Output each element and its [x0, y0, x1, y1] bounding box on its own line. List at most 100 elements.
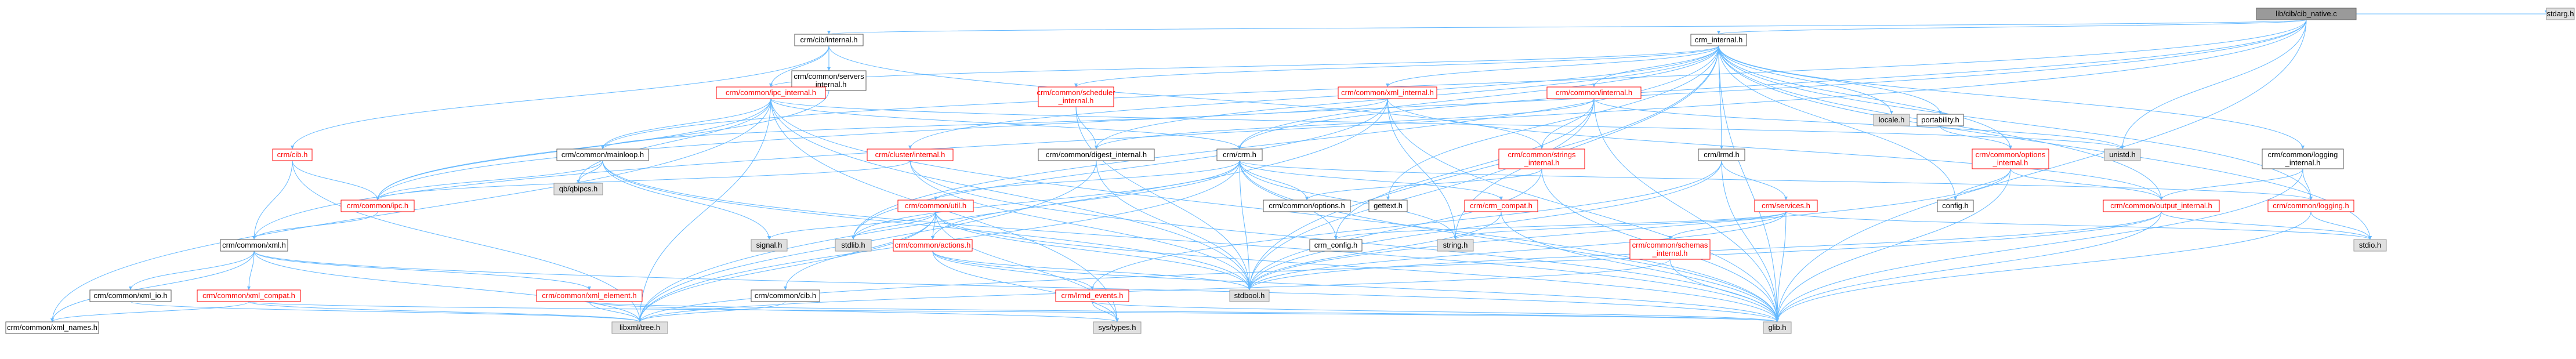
edge-xml_compat-to-libxml_tree: [248, 301, 640, 322]
arrowhead-crm_internal-to-lrmd: [1720, 146, 1723, 149]
node-gettext[interactable]: gettext.h: [1368, 200, 1408, 212]
node-box: [2353, 239, 2387, 252]
node-box: [2256, 8, 2357, 20]
node-common-xml[interactable]: crm/common/xml.h: [220, 239, 288, 252]
node-options-internal[interactable]: crm/common/options_internal.h: [1972, 148, 2049, 169]
node-crm-compat[interactable]: crm/crm_compat.h: [1464, 200, 1538, 212]
node-label: crm/cib/internal.h: [800, 35, 858, 44]
node-label: signal.h: [756, 241, 782, 249]
node-label: crm/common/digest_internal.h: [1046, 150, 1147, 159]
node-config[interactable]: config.h: [1937, 200, 1974, 212]
node-box: [611, 321, 668, 334]
edge-common_internal-to-stdbool: [1249, 98, 1595, 291]
node-box: [2267, 200, 2354, 212]
arrowhead-crm_internal-to-cluster_internal: [908, 146, 912, 149]
node-box: [1309, 239, 1363, 252]
node-label: crm/services.h: [1762, 201, 1810, 210]
edge-crm_cib-to-common_ipc: [292, 160, 378, 201]
node-lrmd-events[interactable]: crm/lrmd_events.h: [1055, 289, 1129, 302]
node-common-ipc[interactable]: crm/common/ipc.h: [340, 200, 415, 212]
edge-common_cib-to-libxml_tree: [639, 301, 786, 322]
node-box: [2104, 148, 2141, 161]
edge-strings_internal-to-common_options: [1306, 168, 1542, 201]
arrowhead-common_cib-to-libxml_tree: [638, 318, 642, 322]
edge-actions-to-sys_types: [932, 251, 1118, 322]
edge-common_xml-to-xml_names: [52, 251, 255, 322]
edge-common_logging-to-glib: [1777, 211, 2311, 322]
arrowhead-logging_internal-to-common_logging: [2309, 197, 2313, 200]
node-scheduler-internal[interactable]: crm/common/scheduler_internal.h: [1037, 86, 1115, 107]
node-stdbool: stdbool.h: [1229, 289, 1270, 302]
node-cib-internal[interactable]: crm/cib/internal.h: [794, 34, 864, 46]
edge-crm_h-to-common_util: [935, 160, 1240, 201]
edge-crm_internal-to-crm_h: [1239, 45, 1719, 150]
node-common-internal[interactable]: crm/common/internal.h: [1546, 86, 1642, 99]
edge-crm_h-to-crm_compat: [1239, 160, 1502, 201]
edge-xml_compat-to-xml_names: [52, 301, 249, 322]
edge-logging_internal-to-output_internal: [2161, 168, 2303, 201]
arrowhead-common_internal-to-strings_internal: [1540, 146, 1544, 149]
node-schemas-internal[interactable]: crm/common/schemas_internal.h: [1629, 239, 1711, 260]
node-label: crm/common/logging: [2268, 150, 2338, 159]
edge-common_xml-to-libxml_tree: [253, 251, 640, 322]
edge-common_internal-to-unistd: [1593, 98, 2123, 150]
node-actions[interactable]: crm/common/actions.h: [893, 239, 973, 252]
node-label: crm/common/options: [1976, 150, 2046, 159]
edge-crm_h-to-common_logging: [1239, 160, 2311, 201]
node-box: [1229, 289, 1270, 302]
edge-xml_internal-to-string: [1387, 98, 1456, 240]
arrowhead-crm_internal-to-logging_internal: [2301, 146, 2305, 149]
node-label: crm/common/options.h: [1269, 201, 1345, 210]
node-mainloop[interactable]: crm/common/mainloop.h: [556, 148, 649, 161]
node-xml-compat[interactable]: crm/common/xml_compat.h: [197, 289, 301, 302]
node-cluster-internal[interactable]: crm/cluster/internal.h: [867, 148, 954, 161]
edge-xml_compat-to-glib: [248, 301, 1778, 322]
arrowhead-lrmd_events-to-glib: [1776, 318, 1779, 322]
edge-crm_internal-to-ipc_internal: [770, 45, 1719, 88]
node-crm-h[interactable]: crm/crm.h: [1216, 148, 1263, 161]
node-label: stdbool.h: [1234, 291, 1265, 300]
node-root[interactable]: lib/cib/cib_native.c: [2256, 8, 2357, 20]
node-label: crm/common/util.h: [905, 201, 966, 210]
edge-root-to-crm_internal: [1718, 19, 2307, 35]
node-ipc-internal[interactable]: crm/common/ipc_internal.h: [716, 86, 826, 99]
node-logging-internal[interactable]: crm/common/logging_internal.h: [2262, 148, 2344, 169]
node-common-cib[interactable]: crm/common/cib.h: [751, 289, 820, 302]
edge-services-to-stdbool: [1249, 211, 1787, 291]
node-common-options[interactable]: crm/common/options.h: [1263, 200, 1351, 212]
edge-lrmd_events-to-glib: [1092, 301, 1778, 322]
edge-root-to-unistd: [2122, 19, 2307, 150]
arrowhead-lrmd-to-services: [1784, 197, 1788, 200]
node-digest-internal[interactable]: crm/common/digest_internal.h: [1038, 148, 1155, 161]
node-output-internal[interactable]: crm/common/output_internal.h: [2103, 200, 2220, 212]
node-label: _internal.h: [1524, 158, 1560, 167]
arrowhead-common_xml-to-xml_io: [129, 287, 132, 290]
node-label: crm/common/mainloop.h: [561, 150, 644, 159]
node-xml-internal[interactable]: crm/common/xml_internal.h: [1338, 86, 1437, 99]
edge-ipc_internal-to-qb_ipcs: [578, 98, 771, 184]
edge-crm_internal-to-options_internal: [1718, 45, 2011, 150]
edge-actions-to-stdbool: [932, 251, 1250, 291]
node-services[interactable]: crm/services.h: [1754, 200, 1818, 212]
node-locale: locale.h: [1873, 114, 1910, 126]
node-xml-io[interactable]: crm/common/xml_io.h: [89, 289, 172, 302]
node-common-util[interactable]: crm/common/util.h: [897, 200, 974, 212]
node-xml-names[interactable]: crm/common/xml_names.h: [5, 321, 99, 334]
node-common-logging[interactable]: crm/common/logging.h: [2267, 200, 2354, 212]
node-label: crm/cluster/internal.h: [875, 150, 945, 159]
edge-xml_element-to-glib: [589, 301, 1778, 322]
node-crm-internal[interactable]: crm_internal.h: [1690, 34, 1747, 46]
node-strings-internal[interactable]: crm/common/strings_internal.h: [1498, 148, 1585, 169]
node-label: libxml/tree.h: [619, 323, 660, 332]
node-portability[interactable]: portability.h: [1916, 114, 1964, 126]
edge-root-to-crm_h: [1239, 19, 2307, 150]
node-crm-cib[interactable]: crm/cib.h: [272, 148, 313, 161]
edge-root-to-mainloop: [602, 19, 2307, 150]
node-crm-config[interactable]: crm_config.h: [1309, 239, 1363, 252]
node-label: crm_config.h: [1314, 241, 1357, 249]
arrowhead-common_util-to-signal: [767, 236, 771, 240]
node-label: crm/common/ipc.h: [347, 201, 408, 210]
node-label: crm/common/schemas: [1632, 241, 1708, 249]
node-lrmd[interactable]: crm/lrmd.h: [1698, 148, 1745, 161]
node-xml-element[interactable]: crm/common/xml_element.h: [536, 289, 643, 302]
